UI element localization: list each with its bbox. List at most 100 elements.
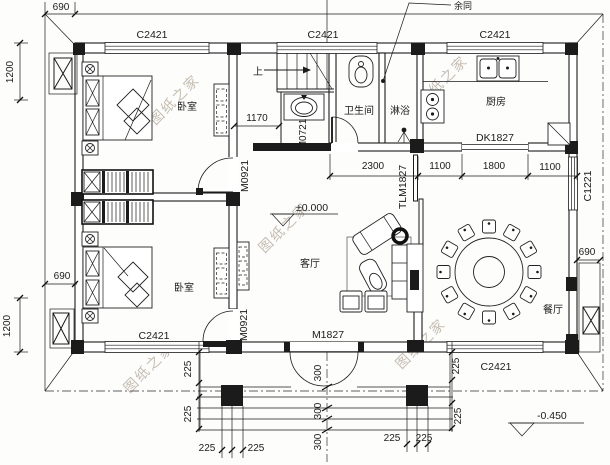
level-floor-text: ±0.000 — [296, 202, 328, 214]
dim-225-right-v1: 225 — [451, 357, 462, 374]
room-label-bath: 卫生间 — [344, 104, 374, 117]
living-room-furniture — [339, 213, 424, 313]
chaise — [352, 213, 402, 255]
dim-1100-a: 1100 — [429, 161, 451, 172]
pilaster-top-left — [48, 52, 78, 95]
pilaster-bottom-left — [49, 308, 75, 349]
dim-2300: 2300 — [362, 161, 385, 172]
room-label-bedroom-top: 卧室 — [177, 100, 197, 113]
note-rest-same: 余同 — [454, 0, 472, 11]
stair-arrow-icon — [303, 66, 311, 74]
dim-1200-left-bottom: 1200 — [2, 314, 13, 337]
dim-225-bl-2: 225 — [248, 443, 265, 454]
faucet-icon — [301, 95, 307, 100]
door-label-m0921-top: M0921 — [239, 160, 251, 192]
window-c2421-top-mid — [276, 42, 378, 54]
kitchen-sink — [476, 55, 520, 82]
door-openings — [228, 142, 528, 352]
dim-1800: 1800 — [483, 161, 506, 172]
dim-225-right-v2: 225 — [453, 407, 464, 424]
dim-1200-left-top: 1200 — [5, 60, 16, 83]
opening-label-dk1827: DK1827 — [476, 132, 514, 144]
window-c2421-top-left — [104, 42, 210, 54]
dim-1100-b: 1100 — [539, 162, 561, 173]
kitchen-fixtures — [420, 55, 571, 146]
window-c2421-top-right — [446, 42, 544, 54]
windows — [104, 42, 578, 353]
columns — [71, 43, 579, 354]
leader-rest-same — [381, 2, 452, 83]
dining-table — [436, 219, 542, 325]
porch-column-right — [406, 385, 428, 406]
dim-225-bl-1: 225 — [199, 443, 216, 454]
dim-690-left-bottom: 690 — [54, 271, 71, 282]
bed-top — [82, 75, 153, 141]
window-label-c2421-top-left: C2421 — [137, 29, 168, 41]
window-label-c2421-top-right: C2421 — [480, 29, 511, 41]
cabinet-bedroom-top — [213, 83, 230, 137]
wardrobe-top — [81, 169, 154, 195]
fridge — [547, 122, 571, 146]
dim-300-3: 300 — [313, 433, 324, 450]
watermark: 图纸之家 — [146, 71, 203, 128]
door-label-tlm1827: TLM1827 — [397, 165, 409, 210]
cabinet-bedroom-bottom — [213, 247, 230, 299]
room-label-shower: 淋浴 — [390, 104, 410, 117]
wardrobe-bottom — [81, 199, 154, 225]
dim-300-2: 300 — [313, 402, 324, 419]
door-label-m0721: M0721 — [298, 118, 309, 149]
dim-1170: 1170 — [246, 113, 268, 124]
door-label-m0921-bottom: M0921 — [238, 309, 250, 341]
dim-225-left-v2: 225 — [183, 405, 194, 422]
nightstands — [81, 61, 99, 324]
window-label-c1221: C1221 — [582, 170, 594, 201]
bed-bottom — [82, 246, 153, 309]
window-label-c2421-bottom-left: C2421 — [139, 330, 170, 342]
porch-column-left — [221, 385, 243, 406]
dimensions — [14, 2, 604, 458]
dining-chairs — [436, 219, 542, 325]
room-label-kitchen: 厨房 — [486, 95, 506, 108]
room-label-bedroom-bottom: 卧室 — [174, 281, 194, 294]
armchair-right — [364, 290, 388, 313]
armchair-left — [339, 290, 363, 313]
dim-300-1: 300 — [313, 364, 324, 381]
window-label-c2421-bottom-right: C2421 — [481, 361, 512, 373]
side-table — [391, 227, 409, 245]
squat-toilet — [348, 55, 374, 88]
level-mark-floor — [270, 213, 338, 227]
porch-steps — [197, 352, 453, 431]
recliner — [359, 258, 387, 294]
roof-outline — [44, 0, 604, 462]
dim-225-br-1: 225 — [384, 433, 401, 444]
side-bay — [578, 262, 601, 353]
washbasin — [280, 92, 325, 143]
window-c1221-right — [568, 156, 578, 211]
window-label-c2421-top-mid: C2421 — [308, 29, 339, 41]
pilaster-right — [582, 306, 600, 335]
room-label-living: 客厅 — [300, 257, 320, 270]
level-ground-text: -0.450 — [537, 410, 567, 422]
wall-stub — [253, 143, 331, 151]
stove — [420, 89, 445, 124]
tv-cabinet — [406, 243, 424, 313]
door-bedroom-top — [196, 157, 234, 195]
tv-icon — [410, 270, 419, 290]
door-label-m1827: M1827 — [312, 329, 344, 341]
dim-690-top: 690 — [53, 2, 70, 13]
level-mark-ground — [508, 422, 584, 437]
door-bedroom-bottom — [202, 310, 234, 347]
window-c2421-bottom-left — [104, 341, 210, 353]
window-c2421-bottom-right — [446, 341, 544, 353]
door-entrance — [289, 351, 359, 387]
room-label-dining: 餐厅 — [543, 303, 563, 316]
door-bathroom — [331, 116, 359, 144]
dim-690-right: 690 — [579, 247, 596, 258]
stair-up-label: 上 — [253, 66, 263, 78]
cabinet-living-side — [236, 241, 250, 291]
dim-225-br-2: 225 — [416, 433, 433, 444]
dim-225-left-v1: 225 — [183, 360, 194, 377]
shower-head-icon — [397, 127, 411, 143]
